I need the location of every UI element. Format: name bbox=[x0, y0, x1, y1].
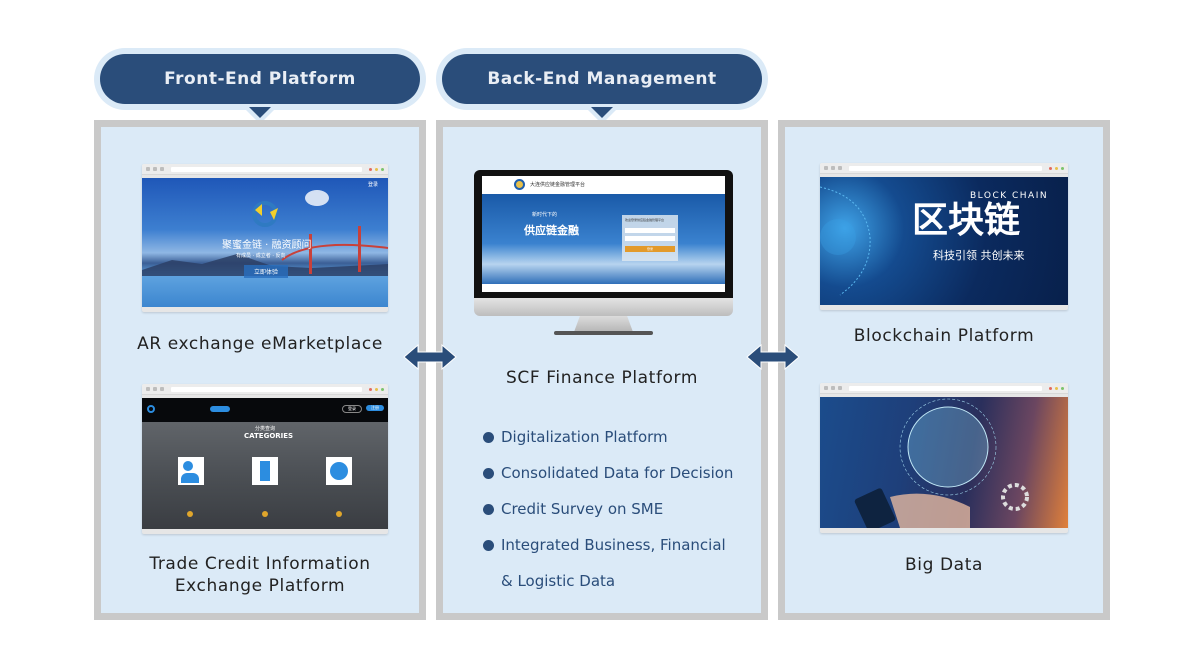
nav-active-pill bbox=[210, 406, 230, 412]
monitor-stand bbox=[574, 316, 633, 332]
tab-front-end-platform: Front-End Platform bbox=[94, 48, 426, 124]
infrastructure-panel-body: BLOCK CHAIN 区块链 科技引领 共创未来 Blockchain Pla… bbox=[785, 127, 1103, 613]
hero-cta-button: 立即体验 bbox=[244, 265, 289, 278]
blockchain-title-cn: 区块链 bbox=[912, 200, 1021, 241]
monitor-bezel: 大连供应链金融管理平台 新时代下的 供应链金融 欢迎登录供应链金融管理平台 登录 bbox=[474, 170, 733, 298]
categories-cn: 分类查询 bbox=[255, 426, 276, 432]
tab-back-end-management: Back-End Management bbox=[436, 48, 768, 124]
tab-pointer-inner bbox=[249, 107, 271, 118]
browser-url-bar bbox=[171, 386, 362, 392]
ar-exchange-hero-image: 聚蜜金链 · 融资顾问 有成员 · 成立者 · 反向 立即体验 登录 bbox=[142, 178, 388, 307]
ar-exchange-caption: AR exchange eMarketplace bbox=[137, 334, 383, 354]
blockchain-screenshot: BLOCK CHAIN 区块链 科技引领 共创未来 bbox=[820, 163, 1068, 310]
category-icon-person bbox=[178, 457, 204, 485]
plus-icon bbox=[187, 511, 193, 517]
monitor-site-header: 大连供应链金融管理平台 bbox=[482, 176, 725, 194]
site-logo-icon bbox=[147, 405, 155, 413]
trade-credit-caption-line2: Exchange Platform bbox=[174, 576, 346, 596]
ar-exchange-screenshot: 聚蜜金链 · 融资顾问 有成员 · 成立者 · 反向 立即体验 登录 bbox=[142, 164, 388, 312]
feature-item: Integrated Business, Financial bbox=[483, 527, 733, 563]
monitor-base bbox=[554, 331, 653, 335]
big-data-image bbox=[820, 397, 1068, 528]
infrastructure-panel: BLOCK CHAIN 区块链 科技引领 共创未来 Blockchain Pla… bbox=[778, 120, 1110, 620]
login-button: 登录 bbox=[342, 405, 362, 413]
trade-credit-page: 登录 注册 分类查询 CATEGORIES bbox=[142, 398, 388, 529]
back-end-panel: 大连供应链金融管理平台 新时代下的 供应链金融 欢迎登录供应链金融管理平台 登录 bbox=[436, 120, 768, 620]
browser-toolbar bbox=[820, 383, 1068, 394]
trade-credit-screenshot: 登录 注册 分类查询 CATEGORIES bbox=[142, 384, 388, 534]
plus-icon bbox=[336, 511, 342, 517]
category-icon-building bbox=[252, 457, 278, 485]
slogan-big: 供应链金融 bbox=[524, 224, 579, 237]
site-name: 大连供应链金融管理平台 bbox=[530, 182, 586, 188]
feature-item: Digitalization Platform bbox=[483, 419, 733, 455]
blockchain-banner: BLOCK CHAIN 区块链 科技引领 共创未来 bbox=[820, 177, 1068, 305]
tab-front-end-label: Front-End Platform bbox=[100, 54, 420, 104]
trade-credit-caption-line1: Trade Credit Information bbox=[149, 554, 371, 574]
tab-back-end-label: Back-End Management bbox=[442, 54, 762, 104]
browser-toolbar bbox=[820, 163, 1068, 174]
scf-finance-caption: SCF Finance Platform bbox=[506, 368, 698, 388]
browser-url-bar bbox=[171, 166, 362, 172]
feature-item: Credit Survey on SME bbox=[483, 491, 733, 527]
globe-illustration bbox=[854, 398, 1029, 528]
login-form: 欢迎登录供应链金融管理平台 登录 bbox=[622, 215, 678, 261]
monitor-hero: 新时代下的 供应链金融 欢迎登录供应链金融管理平台 登录 bbox=[482, 194, 725, 284]
plus-icon bbox=[262, 511, 268, 517]
monitor-screenshot: 大连供应链金融管理平台 新时代下的 供应链金融 欢迎登录供应链金融管理平台 登录 bbox=[474, 170, 733, 340]
slogan-small: 新时代下的 bbox=[532, 212, 558, 218]
hero-login-link: 登录 bbox=[367, 182, 378, 188]
browser-toolbar bbox=[142, 384, 388, 395]
big-data-caption: Big Data bbox=[905, 555, 983, 575]
feature-item: Consolidated Data for Decision bbox=[483, 455, 733, 491]
feature-item-continuation: & Logistic Data bbox=[501, 572, 616, 590]
blockchain-caption: Blockchain Platform bbox=[853, 326, 1035, 346]
browser-url-bar bbox=[849, 165, 1042, 171]
back-end-panel-body: 大连供应链金融管理平台 新时代下的 供应链金融 欢迎登录供应链金融管理平台 登录 bbox=[443, 127, 761, 613]
trade-credit-navbar: 登录 注册 bbox=[142, 398, 388, 422]
site-logo-icon bbox=[514, 179, 525, 190]
hero-headline: 聚蜜金链 · 融资顾问 bbox=[222, 240, 312, 251]
categories-heading: CATEGORIES bbox=[244, 432, 294, 440]
bullet-icon bbox=[483, 540, 494, 551]
login-button: 登录 bbox=[625, 246, 675, 252]
register-button: 注册 bbox=[366, 405, 384, 411]
hero-subline: 有成员 · 成立者 · 反向 bbox=[236, 253, 286, 259]
password-input bbox=[625, 236, 675, 241]
front-end-panel: 聚蜜金链 · 融资顾问 有成员 · 成立者 · 反向 立即体验 登录 AR ex… bbox=[94, 120, 426, 620]
feature-list: Digitalization Platform Consolidated Dat… bbox=[483, 419, 733, 599]
login-title: 欢迎登录供应链金融管理平台 bbox=[625, 218, 665, 222]
username-input bbox=[625, 228, 675, 233]
bullet-icon bbox=[483, 468, 494, 479]
browser-toolbar bbox=[142, 164, 388, 175]
bidirectional-arrow-icon bbox=[403, 344, 457, 370]
blockchain-slogan: 科技引领 共创未来 bbox=[933, 249, 1025, 262]
bullet-icon bbox=[483, 432, 494, 443]
bidirectional-arrow-icon bbox=[746, 344, 800, 370]
category-icon-user bbox=[326, 457, 352, 485]
front-end-panel-body: 聚蜜金链 · 融资顾问 有成员 · 成立者 · 反向 立即体验 登录 AR ex… bbox=[101, 127, 419, 613]
monitor-chin bbox=[474, 298, 733, 316]
ai-head-illustration bbox=[820, 186, 871, 296]
blockchain-title-en: BLOCK CHAIN bbox=[970, 191, 1049, 201]
monitor-screen: 大连供应链金融管理平台 新时代下的 供应链金融 欢迎登录供应链金融管理平台 登录 bbox=[482, 176, 725, 292]
bullet-icon bbox=[483, 504, 494, 515]
big-data-screenshot bbox=[820, 383, 1068, 533]
browser-url-bar bbox=[849, 385, 1042, 391]
tab-pointer-inner bbox=[591, 107, 613, 118]
